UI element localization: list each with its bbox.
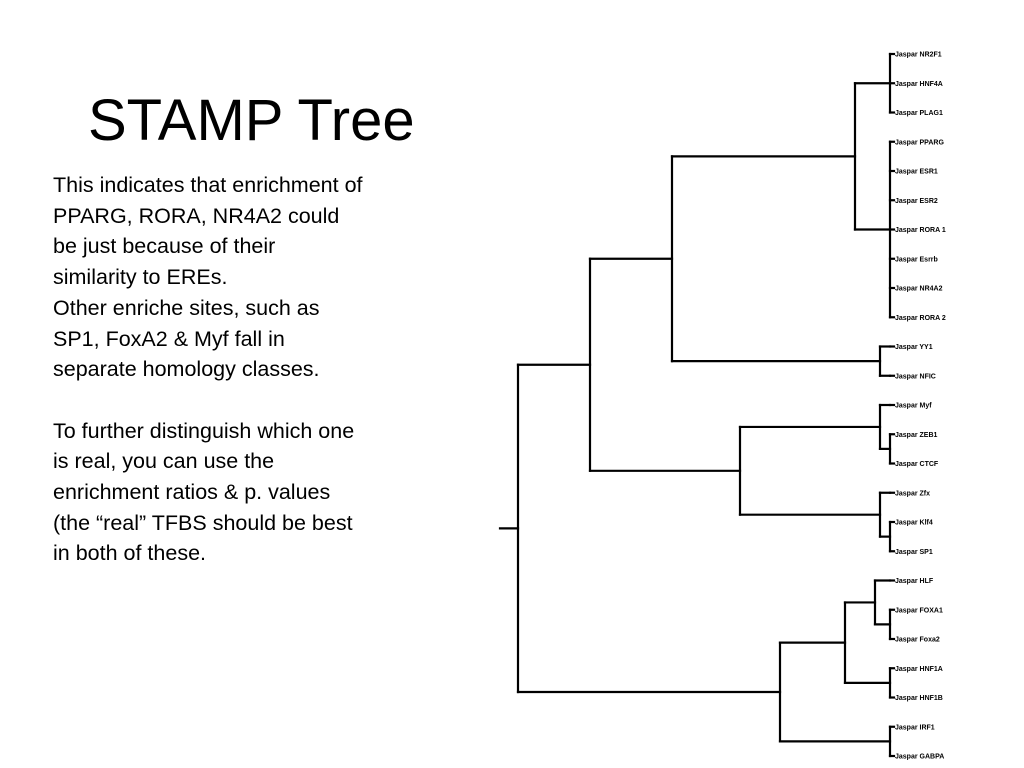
leaf-label: Jaspar ESR1 <box>895 169 938 176</box>
leaf-label: Jaspar HLF <box>895 578 934 585</box>
leaf-label: Jaspar SP1 <box>895 549 933 556</box>
leaf-label: Jaspar RORA 1 <box>895 227 946 234</box>
slide-title: STAMP Tree <box>88 88 415 153</box>
leaf-label: Jaspar FOXA1 <box>895 607 943 614</box>
body-text: This indicates that enrichment of PPARG,… <box>53 170 363 569</box>
leaf-label: Jaspar NR2F1 <box>895 52 942 59</box>
leaf-label: Jaspar YY1 <box>895 344 933 351</box>
leaf-label: Jaspar PLAG1 <box>895 110 943 117</box>
leaf-label: Jaspar ZEB1 <box>895 432 938 439</box>
leaf-label: Jaspar PPARG <box>895 139 944 146</box>
leaf-label: Jaspar Myf <box>895 403 932 410</box>
leaf-label: Jaspar ESR2 <box>895 198 938 205</box>
paragraph-distinguish: To further distinguish which one is real… <box>53 418 355 566</box>
leaf-label: Jaspar IRF1 <box>895 724 935 731</box>
leaf-label: Jaspar NR4A2 <box>895 286 943 293</box>
leaf-label: Jaspar Zfx <box>895 490 930 497</box>
leaf-label: Jaspar CTCF <box>895 461 939 468</box>
leaf-label: Jaspar RORA 2 <box>895 315 946 322</box>
paragraph-homology-classes: Other enriche sites, such as SP1, FoxA2 … <box>53 295 320 382</box>
leaf-label: Jaspar Esrrb <box>895 256 938 263</box>
leaf-label: Jaspar Klf4 <box>895 520 933 527</box>
leaf-label: Jaspar HNF1A <box>895 666 943 673</box>
paragraph-ere-similarity: This indicates that enrichment of PPARG,… <box>53 173 363 290</box>
leaf-label: Jaspar HNF4A <box>895 81 943 88</box>
leaf-label: Jaspar Foxa2 <box>895 637 940 644</box>
leaf-label: Jaspar GABPA <box>895 754 944 761</box>
leaf-label: Jaspar HNF1B <box>895 695 943 702</box>
leaf-label: Jaspar NFIC <box>895 373 936 380</box>
